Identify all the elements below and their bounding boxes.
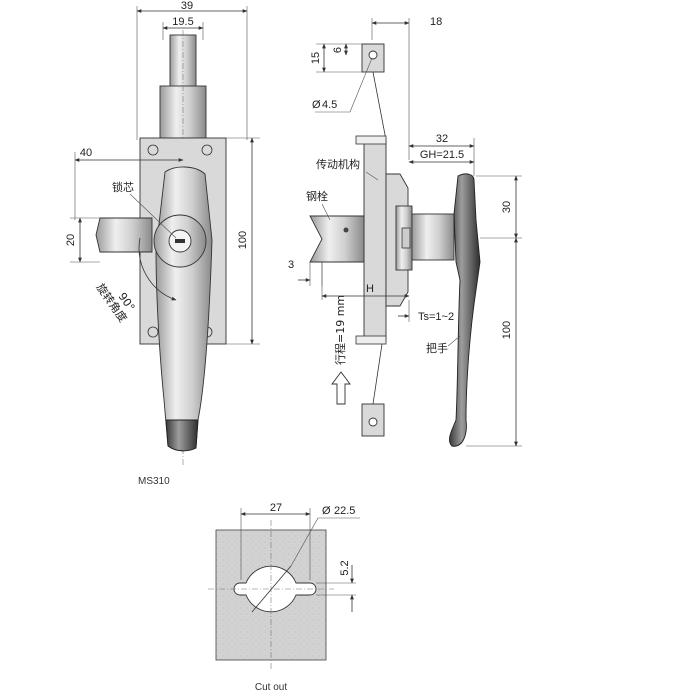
dim-slot-6: 6 — [332, 47, 344, 53]
cylinder-body — [411, 213, 455, 261]
dim-height-100: 100 — [237, 231, 249, 249]
dim-hole-diameter-symbol: Ø — [312, 99, 321, 111]
dim-ts: Ts=1~2 — [418, 311, 454, 323]
dim-handle-100: 100 — [501, 321, 513, 339]
screw-hole-top-left — [147, 144, 159, 156]
keyhole-icon — [175, 239, 185, 243]
front-handle — [155, 166, 213, 452]
dim-offset: 40 — [80, 147, 92, 159]
side-bolt — [309, 215, 365, 263]
label-lock-core: 锁芯 — [112, 180, 134, 194]
dim-hole-diameter: 4.5 — [322, 99, 337, 111]
dim-slot-15: 15 — [310, 52, 322, 64]
bottom-bracket-hole — [368, 417, 378, 427]
dim-depth-32: 32 — [436, 133, 448, 145]
side-back-plate — [363, 139, 387, 341]
dim-top-offset: 18 — [430, 16, 442, 28]
dim-gh: GH=21.5 — [420, 149, 464, 161]
dim-shaft-width: 19.5 — [172, 16, 193, 28]
label-bolt: 钢栓 — [306, 189, 328, 203]
dim-h: H — [366, 283, 374, 295]
label-travel: 行程=19 mm — [334, 295, 347, 365]
label-mechanism: 传动机构 — [316, 157, 360, 171]
model-number: MS310 — [138, 476, 170, 487]
screw-hole-bottom-left — [147, 326, 159, 338]
dim-bolt-3: 3 — [288, 259, 294, 271]
travel-arrow-icon — [331, 371, 351, 405]
screw-hole-top-right — [201, 144, 213, 156]
side-view: 18 15 6 Ø 4.5 — [288, 16, 522, 447]
dim-height-20: 20 — [65, 234, 77, 246]
front-view: 39 19.5 40 — [65, 0, 260, 487]
cutout-view: 27 Ø 22.5 5.2 Cut out — [208, 502, 360, 693]
dim-cutout-slot: 5.2 — [339, 560, 351, 575]
handle-tip — [165, 419, 199, 452]
side-handle — [449, 173, 481, 447]
dim-overall-width: 39 — [181, 0, 193, 12]
dim-cutout-diameter-symbol: Ø — [322, 505, 331, 517]
dim-cutout-width: 27 — [270, 502, 282, 514]
label-handle: 把手 — [426, 341, 448, 355]
dim-handle-30: 30 — [501, 201, 513, 213]
dim-cutout-diameter: 22.5 — [334, 505, 355, 517]
top-bracket-hole — [368, 50, 378, 60]
cutout-caption: Cut out — [255, 682, 287, 693]
bolt-tongue — [95, 217, 153, 253]
